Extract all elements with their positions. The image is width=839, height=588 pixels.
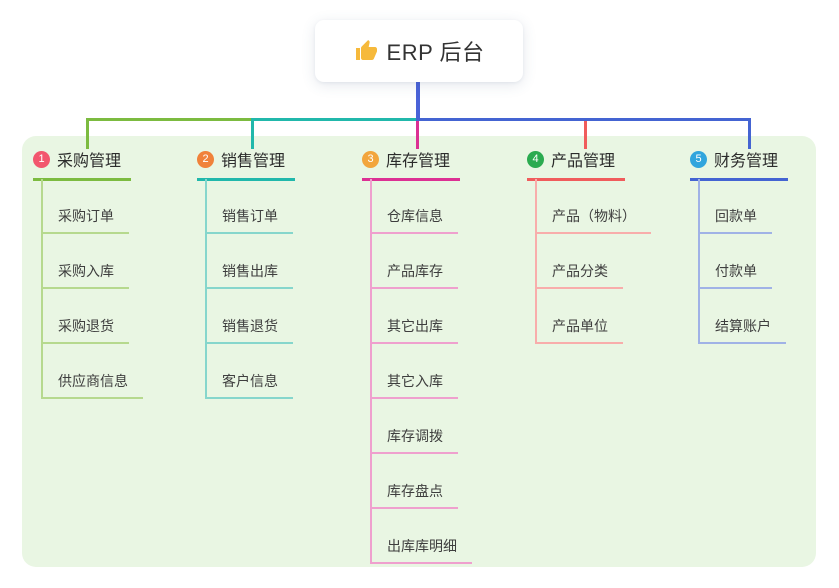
- item-node[interactable]: 库存盘点: [370, 454, 458, 509]
- branch-title-1[interactable]: 1 采购管理: [33, 147, 132, 181]
- branch-title-label: 财务管理: [714, 153, 779, 170]
- item-node[interactable]: 供应商信息: [41, 344, 143, 399]
- item-node[interactable]: 产品库存: [370, 234, 458, 289]
- branch-number-badge: 4: [527, 150, 544, 168]
- rail-left-outer: [86, 118, 251, 121]
- branch-title-2[interactable]: 2 销售管理: [197, 147, 296, 181]
- branch-items-5: 回款单付款单结算账户: [690, 179, 786, 344]
- item-node[interactable]: 销售退货: [205, 289, 293, 344]
- branch-number-badge: 2: [197, 150, 214, 168]
- branch-number-badge: 3: [362, 150, 379, 168]
- rail-right: [416, 118, 751, 121]
- item-node[interactable]: 产品（物料）: [535, 179, 651, 234]
- trunk-line: [416, 82, 420, 120]
- items-rail: [698, 179, 700, 344]
- branch-drop-1: [86, 118, 89, 149]
- branch-title-5[interactable]: 5 财务管理: [690, 147, 789, 181]
- item-node[interactable]: 销售订单: [205, 179, 293, 234]
- items-rail: [535, 179, 537, 344]
- root-node[interactable]: ERP 后台: [315, 20, 523, 82]
- item-node[interactable]: 出库库明细: [370, 509, 472, 564]
- branch-items-2: 销售订单销售出库销售退货客户信息: [197, 179, 293, 399]
- branch-title-3[interactable]: 3 库存管理: [362, 147, 461, 181]
- item-node[interactable]: 回款单: [698, 179, 772, 234]
- branch-number-badge: 1: [33, 150, 50, 168]
- item-node[interactable]: 结算账户: [698, 289, 786, 344]
- item-node[interactable]: 采购订单: [41, 179, 129, 234]
- item-node[interactable]: 付款单: [698, 234, 772, 289]
- branch-title-4[interactable]: 4 产品管理: [527, 147, 626, 181]
- item-node[interactable]: 采购入库: [41, 234, 129, 289]
- branch-title-label: 产品管理: [551, 153, 616, 170]
- item-node[interactable]: 其它出库: [370, 289, 458, 344]
- items-rail: [41, 179, 43, 399]
- branch-drop-5: [748, 121, 751, 149]
- item-node[interactable]: 其它入库: [370, 344, 458, 399]
- item-node[interactable]: 采购退货: [41, 289, 129, 344]
- branch-items-3: 仓库信息产品库存其它出库其它入库库存调拨库存盘点出库库明细: [362, 179, 472, 564]
- branch-drop-3: [416, 121, 419, 149]
- branch-drop-4: [584, 121, 587, 149]
- item-node[interactable]: 库存调拨: [370, 399, 458, 454]
- item-node[interactable]: 客户信息: [205, 344, 293, 399]
- branch-title-label: 销售管理: [221, 153, 286, 170]
- branch-drop-2: [251, 118, 254, 149]
- branch-items-1: 采购订单采购入库采购退货供应商信息: [33, 179, 143, 399]
- item-node[interactable]: 销售出库: [205, 234, 293, 289]
- items-rail: [205, 179, 207, 399]
- branch-number-badge: 5: [690, 150, 707, 168]
- rail-left-inner: [251, 118, 416, 121]
- branch-items-4: 产品（物料）产品分类产品单位: [527, 179, 651, 344]
- branch-title-label: 库存管理: [386, 153, 451, 170]
- root-label: ERP 后台: [386, 40, 485, 65]
- item-node[interactable]: 仓库信息: [370, 179, 458, 234]
- branch-title-label: 采购管理: [57, 153, 122, 170]
- thumbs-up-icon: [355, 40, 377, 60]
- item-node[interactable]: 产品单位: [535, 289, 623, 344]
- item-node[interactable]: 产品分类: [535, 234, 623, 289]
- branches-panel: [22, 136, 816, 567]
- items-rail: [370, 179, 372, 564]
